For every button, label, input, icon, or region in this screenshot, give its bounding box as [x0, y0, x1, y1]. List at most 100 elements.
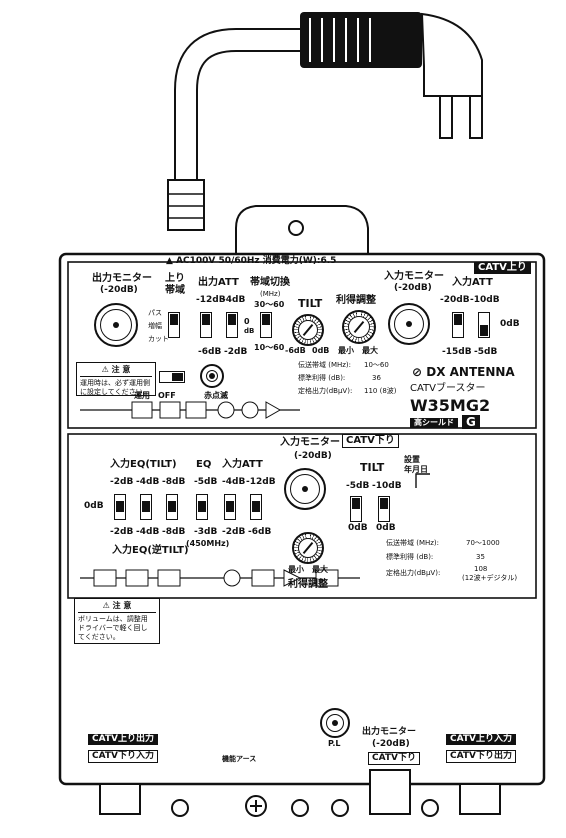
upper-out-att-zero: 0 — [244, 317, 250, 326]
band-opt-amp: 増幅 — [148, 322, 162, 330]
lower-caution-text-1: ボリュームは、調整用 — [78, 615, 148, 623]
band-switch-unit: (MHz) — [260, 290, 281, 298]
lower-eq-tilt-top-2: -4dB — [136, 477, 160, 487]
brand-maker: ⊘ DX ANTENNA — [412, 365, 515, 379]
upper-tilt-knob[interactable] — [292, 314, 324, 346]
upper-in-att-bottom-2: -5dB — [474, 347, 498, 357]
lower-eq-tilt-switch-3[interactable] — [166, 494, 178, 520]
lower-spec-value-3: 108 — [474, 565, 488, 573]
upper-caution-sign: ⚠ 注 意 運用時は、必ず運用側 に設定してください。 — [76, 362, 156, 396]
lower-in-att-switch-2[interactable] — [250, 494, 262, 520]
brand-maker-text: DX ANTENNA — [426, 365, 515, 379]
upper-out-monitor-connector[interactable] — [94, 303, 138, 347]
lower-in-monitor-connector[interactable] — [284, 468, 326, 510]
upper-caution-text-2: に設定してください。 — [80, 387, 150, 396]
upper-out-att-title: 出力ATT — [198, 277, 239, 288]
bottom-monitor-port: CATV下り — [368, 752, 420, 765]
lower-eq-tilt-switch-2[interactable] — [140, 494, 152, 520]
lower-spec-label-3: 定格出力(dBμV): — [386, 569, 441, 577]
install-label-1: 設置 — [404, 455, 420, 464]
left-port-label-2: CATV下り入力 — [88, 750, 158, 763]
lower-eq-switch[interactable] — [196, 494, 208, 520]
upper-out-att-bottom-2: -2dB — [224, 347, 248, 357]
lower-spec-table: 伝送帯域 (MHz): 70～1000 標準利得 (dB): 35 定格出力(d… — [386, 540, 526, 588]
lower-tilt-switch-2[interactable] — [378, 496, 390, 522]
brand-g-logo: G — [462, 415, 480, 429]
lower-eq-title: EQ — [196, 459, 212, 470]
upper-tilt-right: 0dB — [312, 346, 330, 355]
lower-eq-tilt-title: 入力EQ(TILT) — [110, 459, 177, 470]
upper-out-monitor-title: 出力モニター — [92, 273, 152, 284]
lower-in-att-bottom-2: -6dB — [248, 527, 272, 537]
band-title-2: 帯域 — [165, 285, 185, 296]
lower-tilt-switch-1[interactable] — [350, 496, 362, 522]
upper-spec-label-3: 定格出力(dBμV): — [298, 387, 353, 395]
band-switch-bottom: 10～60 — [254, 343, 285, 352]
pilot-lamp — [320, 708, 350, 738]
lower-spec-label-1: 伝送帯域 (MHz): — [386, 539, 440, 547]
upper-out-att-top-2: -4dB — [222, 295, 246, 305]
lower-section-badge: CATV下り — [342, 434, 399, 448]
lower-in-monitor-level: (-20dB) — [294, 451, 332, 461]
lower-tilt-bottom-2: 0dB — [376, 523, 396, 533]
right-port-label-2: CATV下り出力 — [446, 750, 516, 763]
lower-eq-bottom: -3dB — [194, 527, 218, 537]
band-opt-pass: パス — [148, 309, 162, 317]
lower-spec-note-3: (12波+デジタル) — [462, 574, 518, 582]
lower-eq-tilt-top-3: -8dB — [162, 477, 186, 487]
lower-in-monitor-title: 入力モニター — [280, 437, 340, 448]
left-port-label-1: CATV上り出力 — [88, 734, 158, 745]
band-switch[interactable] — [168, 312, 180, 338]
band-opt-cut: カット — [148, 335, 169, 343]
upper-in-att-switch-1[interactable] — [452, 312, 464, 338]
upper-out-att-switch-2[interactable] — [226, 312, 238, 338]
bottom-monitor-title: 出力モニター — [362, 727, 417, 737]
lower-in-att-top-1: -4dB — [222, 477, 246, 487]
lower-eq-tilt-switch-1[interactable] — [114, 494, 126, 520]
upper-in-att-switch-2[interactable] — [478, 312, 490, 338]
power-rating: ▲ AC100V 50/60Hz 消費電力(W):6.5 — [166, 256, 337, 266]
upper-in-monitor-connector[interactable] — [388, 303, 430, 345]
lower-spec-label-2: 標準利得 (dB): — [386, 553, 434, 561]
upper-out-att-switch-1[interactable] — [200, 312, 212, 338]
upper-tilt-title: TILT — [298, 297, 323, 310]
upper-gain-title: 利得調整 — [336, 295, 376, 306]
lower-eq-top: -5dB — [194, 477, 218, 487]
lower-caution-text-3: てください。 — [78, 632, 120, 641]
band-title-1: 上り — [165, 273, 185, 284]
lower-tilt-top-2: -10dB — [372, 481, 402, 491]
band-freq-switch[interactable] — [260, 312, 272, 338]
lower-in-att-switch-1[interactable] — [224, 494, 236, 520]
upper-spec-label-1: 伝送帯域 (MHz): — [298, 361, 352, 369]
upper-out-att-bottom-1: -6dB — [198, 347, 222, 357]
mode-switch[interactable] — [159, 371, 185, 383]
band-switch-top: 30～60 — [254, 300, 285, 309]
lower-tilt-title: TILT — [360, 461, 385, 474]
upper-in-monitor-title: 入力モニター — [384, 271, 444, 282]
lower-tilt-top-1: -5dB — [346, 481, 370, 491]
brand-model: W35MG2 — [410, 396, 491, 415]
upper-out-att-db: dB — [244, 327, 255, 335]
sweep-connector[interactable] — [200, 364, 224, 388]
upper-spec-value-2: 36 — [372, 374, 381, 382]
upper-gain-max: 最大 — [362, 346, 378, 355]
lower-in-att-title: 入力ATT — [222, 459, 263, 470]
lower-zero: 0dB — [84, 501, 104, 511]
lower-eq-tilt-bottom-1: -2dB — [110, 527, 134, 537]
upper-caution-title: ⚠ 注 意 — [80, 365, 152, 377]
lower-gain-title: 利得調整 — [288, 579, 328, 590]
bottom-monitor-level: (-20dB) — [372, 739, 410, 749]
upper-gain-knob[interactable] — [342, 310, 376, 344]
brand-shield: 高シールド — [410, 418, 458, 428]
mode-run: 運用 — [134, 391, 150, 400]
lower-caution-sign: ⚠ 注 意 ボリュームは、調整用 ドライバーで軽く回し てください。 — [74, 598, 160, 644]
lower-gain-knob[interactable] — [292, 532, 324, 564]
lower-in-att-top-2: -12dB — [246, 477, 276, 487]
upper-out-att-top-1: -12dB — [196, 295, 226, 305]
upper-in-att-top-1: -20dB — [440, 295, 470, 305]
lower-in-att-bottom-1: -2dB — [222, 527, 246, 537]
lower-eq-freq: (450MHz) — [186, 539, 230, 548]
upper-section-badge: CATV上り — [474, 262, 531, 274]
